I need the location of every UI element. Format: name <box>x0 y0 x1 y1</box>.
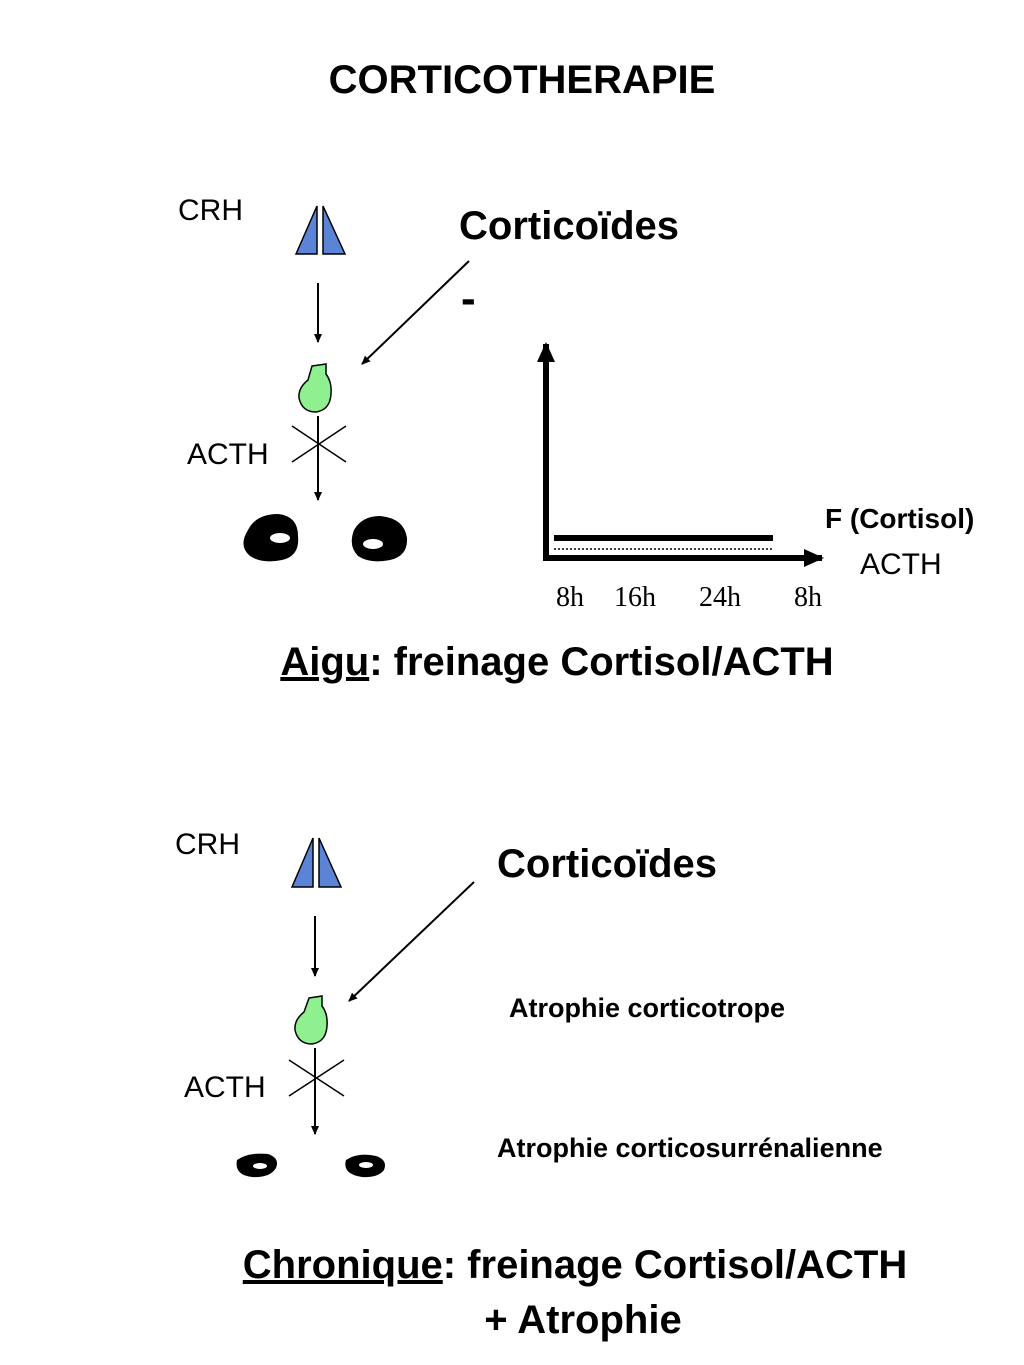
atrophy-corticotrope-label: Atrophie corticotrope <box>509 993 786 1023</box>
corticoides-label: Corticoïdes <box>497 842 718 886</box>
series-label-cortisol: F (Cortisol) <box>825 503 975 534</box>
x-tick: 8h <box>556 582 584 613</box>
cross-block-icon <box>288 1059 345 1097</box>
adrenal-gland-icon <box>236 1153 277 1178</box>
series-label-acth: ACTH <box>860 548 942 581</box>
acute-caption-term: Aigu <box>280 640 370 684</box>
corticoides-arrow <box>348 881 475 1002</box>
page-title: CORTICOTHERAPIE <box>328 58 716 102</box>
adrenal-gland-icon <box>345 1154 385 1178</box>
chronic-caption-line2: + Atrophie <box>484 1298 682 1342</box>
cross-block-icon <box>291 425 347 463</box>
crh-label: CRH <box>178 194 243 227</box>
chronic-caption: Chronique: freinage Cortisol/ACTH <box>0 1243 1024 1288</box>
inhibition-minus: - <box>461 274 476 323</box>
x-tick: 16h <box>614 582 656 613</box>
acute-caption-text: : freinage Cortisol/ACTH <box>369 640 834 684</box>
hypothalamus-icon <box>294 205 347 255</box>
corticoides-arrow <box>361 260 470 365</box>
corticoides-label: Corticoïdes <box>459 204 680 248</box>
adrenal-gland-icon <box>351 516 408 562</box>
acth-label: ACTH <box>187 438 269 471</box>
acute-caption: Aigu: freinage Cortisol/ACTH <box>0 640 1024 685</box>
crh-label: CRH <box>175 828 240 861</box>
x-tick: 8h <box>794 582 822 613</box>
acth-label: ACTH <box>184 1071 266 1104</box>
chronic-caption-term: Chronique <box>242 1243 443 1287</box>
x-tick: 24h <box>699 582 741 613</box>
atrophy-adrenal-label: Atrophie corticosurrénalienne <box>497 1133 883 1163</box>
adrenal-gland-icon <box>243 514 299 562</box>
pituitary-icon <box>294 995 328 1045</box>
hypothalamus-icon <box>290 837 343 888</box>
chronic-caption-text: : freinage Cortisol/ACTH <box>442 1243 908 1287</box>
pituitary-icon <box>298 363 332 413</box>
